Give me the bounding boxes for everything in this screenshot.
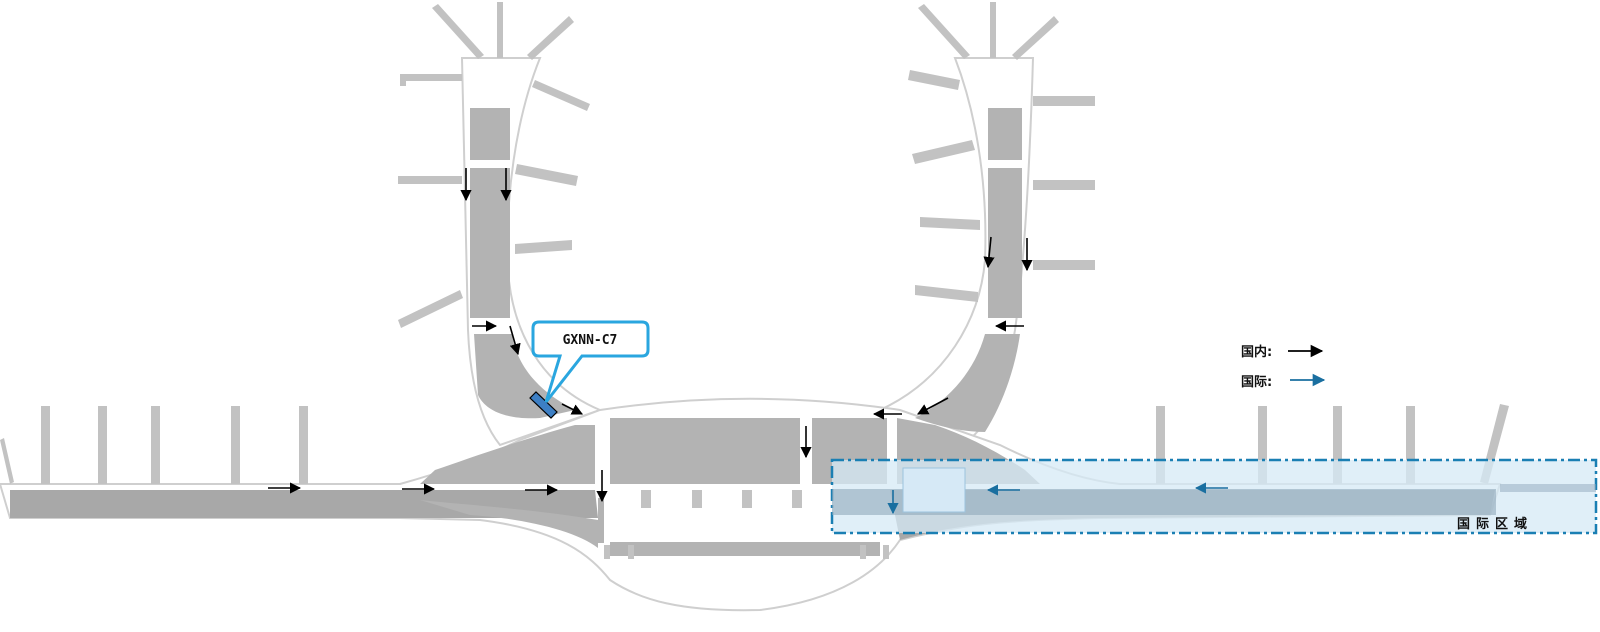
callout-label: GXNN-C7	[563, 333, 618, 348]
gate-marker-icon[interactable]	[529, 391, 558, 419]
domestic-arrow-icon	[509, 325, 521, 356]
domestic-arrow-icon	[983, 236, 995, 269]
international-flow-arrows	[887, 482, 1228, 515]
international-zone-label: 国际区域	[1457, 516, 1533, 532]
domestic-arrow-icon	[561, 403, 584, 415]
legend: 国内: 国际:	[1241, 344, 1326, 390]
callout-bubble	[531, 320, 650, 403]
gate-callout[interactable]: GXNN-C7	[529, 320, 650, 419]
domestic-flow-arrows	[268, 168, 1033, 503]
legend-international-label: 国际:	[1241, 375, 1272, 390]
international-zone	[830, 458, 1598, 535]
jet-bridges	[0, 2, 1509, 559]
legend-domestic-label: 国内:	[1241, 344, 1272, 360]
domestic-arrow-icon	[917, 397, 949, 415]
